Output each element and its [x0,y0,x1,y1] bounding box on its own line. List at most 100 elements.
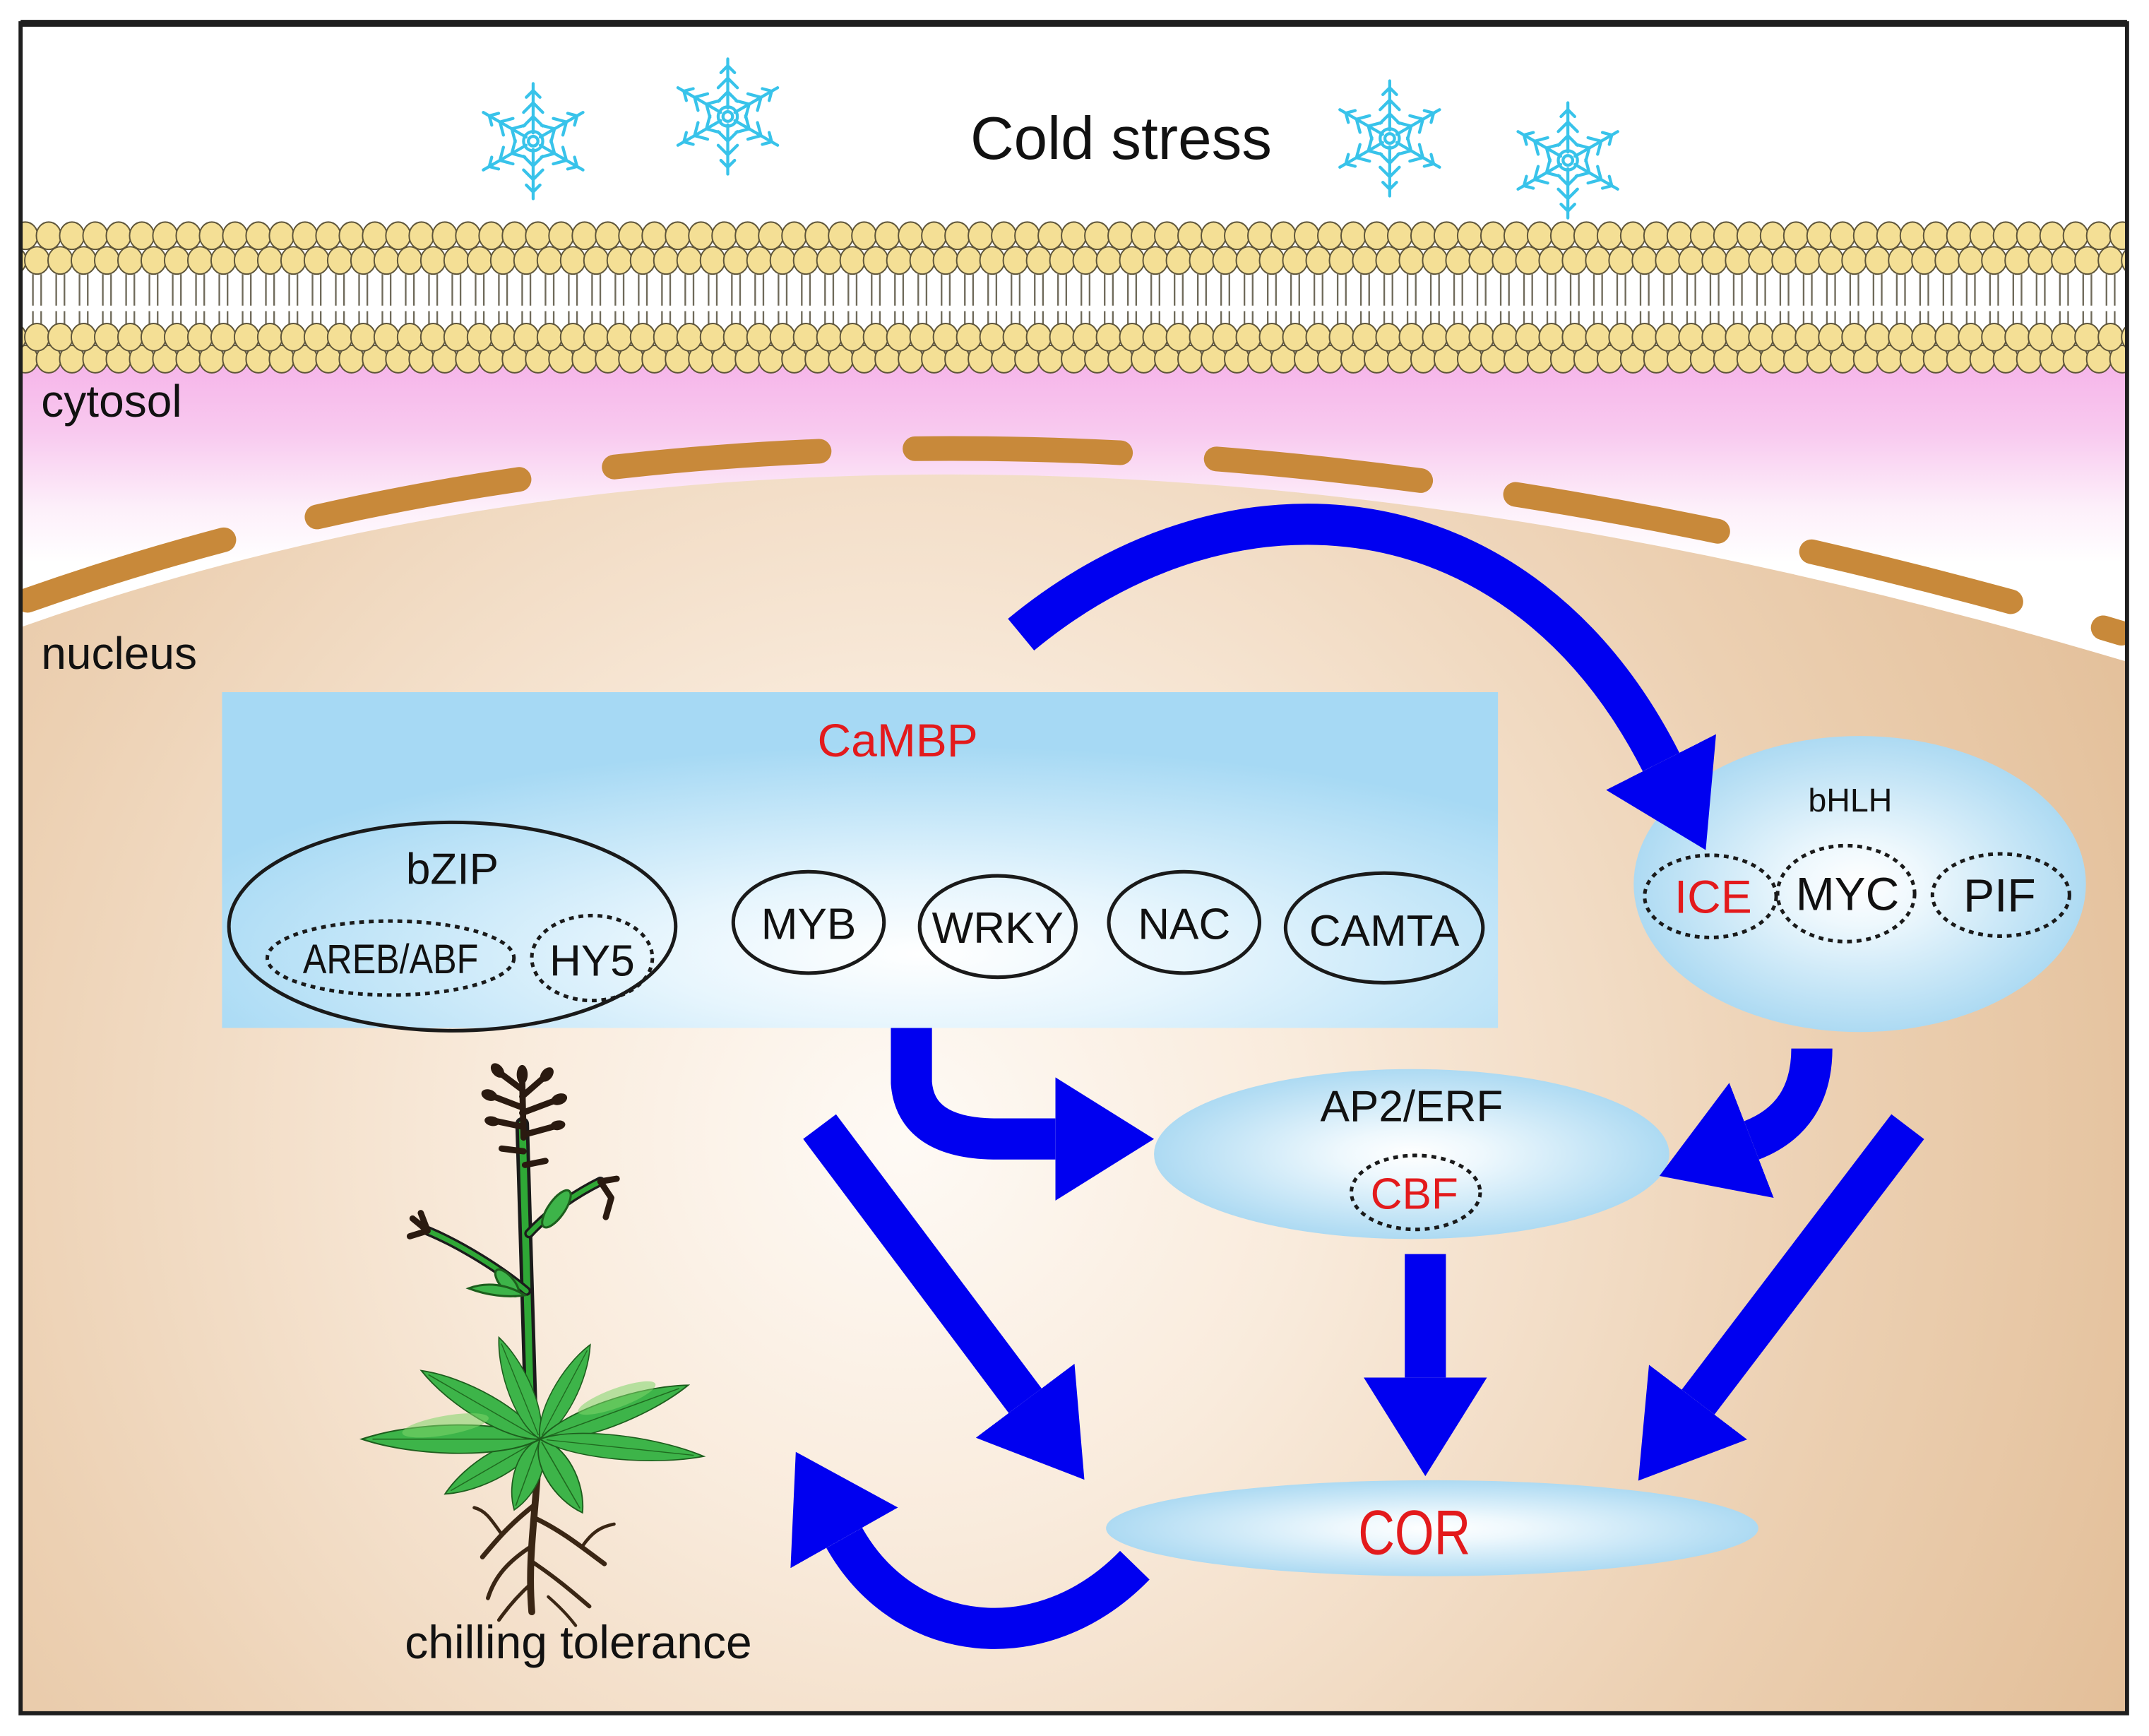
nucleus-label: nucleus [41,628,197,679]
lipid-head [396,323,423,352]
lipid-head [175,221,202,251]
cytosol-label: cytosol [41,376,181,427]
lipid-head [1561,246,1588,275]
plant-roots [472,1471,616,1627]
lipid-head [513,323,540,352]
lipid-head [489,246,516,275]
lipid-head [583,246,609,275]
lipid-head [874,221,901,251]
lipid-head [769,323,796,352]
lipid-head [478,221,505,251]
lipid-head [1725,323,1751,352]
hy5-label: HY5 [549,937,635,986]
lipid-head [1666,221,1693,251]
lipid-head [1585,246,1612,275]
lipid-head [1154,221,1180,251]
lipid-head [1911,323,1938,352]
arrow-bhlh-to-ap2-erf [1659,1047,1833,1199]
lipid-head [1864,246,1891,275]
lipid-head [1689,221,1716,251]
lipid-head [1282,246,1309,275]
lipid-head [1002,323,1029,352]
lipid-head [595,221,621,251]
lipid-head [1608,246,1635,275]
lipid-head [466,246,493,275]
lipid-head [1701,323,1728,352]
cor-group: COR [1106,1480,1758,1576]
lipid-head [909,323,936,352]
lipid-head [210,323,237,352]
lipid-head [1748,323,1775,352]
lipid-head [140,246,167,275]
lipid-head [1794,323,1821,352]
areb-abf-oval [265,919,516,997]
myb-oval [731,869,886,975]
lipid-head [129,221,155,251]
lipid-head [1864,323,1891,352]
cbf-oval [1349,1153,1482,1232]
lipid-head [1958,323,1984,352]
lipid-head [979,246,1006,275]
lipid-head [93,246,120,275]
lipid-head [1002,246,1029,275]
lipid-head [1608,323,1635,352]
lipid-head [1375,246,1402,275]
lipid-head [24,246,50,275]
lipid-head [734,221,761,251]
myb-label: MYB [761,900,857,949]
hy5-oval [530,913,655,1003]
lipid-head [1725,246,1751,275]
lipid-head [898,221,924,251]
lipid-head [1189,246,1215,275]
lipid-head [245,221,272,251]
lipid-head [2004,246,2031,275]
lipid-head [280,323,306,352]
lipid-head [1888,323,1915,352]
lipid-head [862,323,889,352]
lipid-head [1177,221,1203,251]
myc-label: MYC [1796,868,1900,920]
pathway-arrows [790,504,1924,1649]
lipid-head [1142,323,1169,352]
lipid-head [152,221,179,251]
lipid-head [2074,323,2101,352]
lipid-head [1072,246,1099,275]
lipid-head [688,221,715,251]
lipid-head [47,246,73,275]
lipid-head [1596,221,1623,251]
pif-label: PIF [1963,869,2036,922]
plant-rosette [359,1336,706,1514]
lipid-head [1049,323,1076,352]
lipid-head [93,323,120,352]
lipid-head [746,323,773,352]
lipid-head [186,323,213,352]
lipid-head [1119,323,1145,352]
lipid-head [1876,221,1903,251]
lipid-head [1422,246,1448,275]
lipid-head [1468,323,1495,352]
lipid-head [2121,249,2126,272]
lipid-head [1224,221,1250,251]
bzip-group: bZIP AREB/ABF HY5 [227,820,678,1033]
lipid-head [1503,221,1530,251]
lipid-head [1934,246,1961,275]
lipid-head [1270,221,1297,251]
lipid-head [1212,323,1239,352]
lipid-head [792,323,819,352]
lipid-head [1841,246,1868,275]
ap2-erf-group: AP2/ERF CBF [1154,1069,1669,1239]
lipid-head [921,221,948,251]
lipid-head [431,221,458,251]
lipid-head [70,323,97,352]
lipid-head [24,323,50,352]
lipid-head [2097,246,2124,275]
lipid-head [629,246,656,275]
lipid-head [932,246,959,275]
wrky-label: WRKY [932,904,1064,953]
lipid-head [1328,246,1355,275]
lipid-head [2039,221,2066,251]
lipid-head [1294,221,1320,251]
lipid-head [2109,221,2126,251]
outcome-label: chilling tolerance [405,1616,751,1668]
lipid-head [466,323,493,352]
